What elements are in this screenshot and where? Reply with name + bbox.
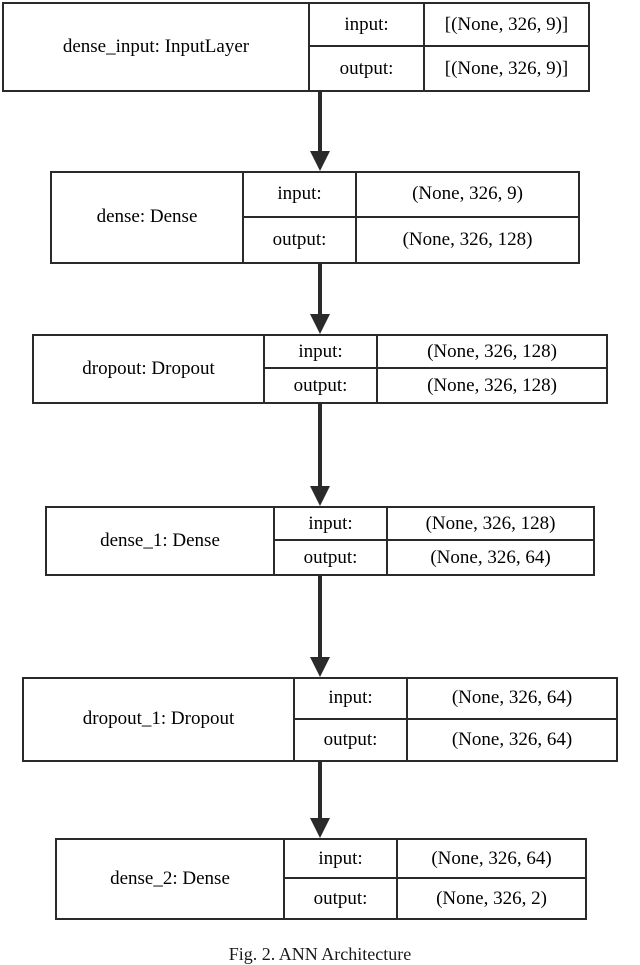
layer-node-output-label: output: — [285, 879, 398, 918]
layer-node-io-table: input: (None, 326, 64) output: (None, 326, … — [285, 840, 585, 918]
layer-node-input-row: input: (None, 326, 128) — [275, 508, 593, 541]
layer-node-input-shape: (None, 326, 9) — [412, 183, 523, 205]
layer-node-name: dense: Dense — [52, 173, 244, 262]
layer-node-output-shape: [(None, 326, 9)] — [444, 57, 569, 79]
layer-node-output-row: output: (None, 326, 2) — [285, 879, 585, 918]
layer-node-output-row: output: [(None, 326, 9)] — [310, 47, 588, 90]
layer-node-input-label: input: — [285, 840, 398, 877]
layer-node-io-table: input: (None, 326, 9) output: (None, 326, 1… — [244, 173, 578, 262]
layer-node-input-row: input: (None, 326, 64) — [285, 840, 585, 879]
down-arrow-icon — [310, 264, 330, 334]
layer-node-name: dense_1: Dense — [47, 508, 275, 574]
layer-node-output-row: output: (None, 326, 128) — [265, 369, 606, 402]
layer-node-input-shape: (None, 326, 128) — [425, 512, 556, 534]
layer-node-output-row: output: (None, 326, 64) — [295, 719, 616, 760]
layer-node-input-row: input: [(None, 326, 9)] — [310, 4, 588, 47]
layer-node-io-table: input: (None, 326, 64) output: (None, 326, … — [295, 679, 616, 760]
layer-node-io-table: input: (None, 326, 128) output: (None, 326,… — [265, 336, 606, 402]
layer-node-io-table: input: (None, 326, 128) output: (None, 326,… — [275, 508, 593, 574]
layer-node-output-shape: (None, 326, 2) — [436, 887, 547, 909]
layer-node-input-label: input: — [310, 4, 425, 45]
layer-node-input-row: input: (None, 326, 9) — [244, 173, 578, 218]
down-arrow-icon — [310, 576, 330, 677]
layer-node-name: dense_2: Dense — [57, 840, 285, 918]
layer-node-output-row: output: (None, 326, 128) — [244, 217, 578, 262]
layer-node-input-label: input: — [244, 173, 357, 216]
layer-node-output-label: output: — [275, 541, 388, 574]
layer-node-name: dropout_1: Dropout — [24, 679, 295, 760]
layer-node-output-shape: (None, 326, 128) — [427, 374, 557, 396]
layer-node-output-shape: (None, 326, 64) — [430, 546, 551, 568]
layer-node-io-table: input: [(None, 326, 9)] output: [(None, 326… — [310, 4, 588, 90]
layer-node-output-label: output: — [310, 47, 425, 90]
layer-node-output-label: output: — [244, 217, 357, 262]
layer-node-name: dense_input: InputLayer — [4, 4, 310, 90]
down-arrow-icon — [310, 762, 330, 838]
layer-node-output-row: output: (None, 326, 64) — [275, 541, 593, 574]
figure-caption: Fig. 2. ANN Architecture — [228, 944, 412, 964]
layer-node-input-shape: [(None, 326, 9)] — [444, 13, 569, 35]
layer-node-output-label: output: — [295, 719, 408, 760]
layer-node-input-shape: (None, 326, 64) — [451, 687, 573, 709]
layer-node-output-label: output: — [265, 369, 378, 402]
layer-node-input-label: input: — [275, 508, 388, 539]
layer-node-input-label: input: — [295, 679, 408, 718]
layer-node-input-shape: (None, 326, 128) — [427, 340, 557, 362]
layer-node-output-shape: (None, 326, 64) — [451, 728, 573, 750]
layer-node-output-shape: (None, 326, 128) — [402, 228, 533, 250]
layer-node-input-row: input: (None, 326, 128) — [265, 336, 606, 369]
layer-node-input-row: input: (None, 326, 64) — [295, 679, 616, 720]
layer-node-input-shape: (None, 326, 64) — [431, 847, 552, 869]
layer-node-name: dropout: Dropout — [34, 336, 265, 402]
down-arrow-icon — [310, 404, 330, 506]
layer-node-input-label: input: — [265, 336, 378, 367]
down-arrow-icon — [310, 92, 330, 171]
